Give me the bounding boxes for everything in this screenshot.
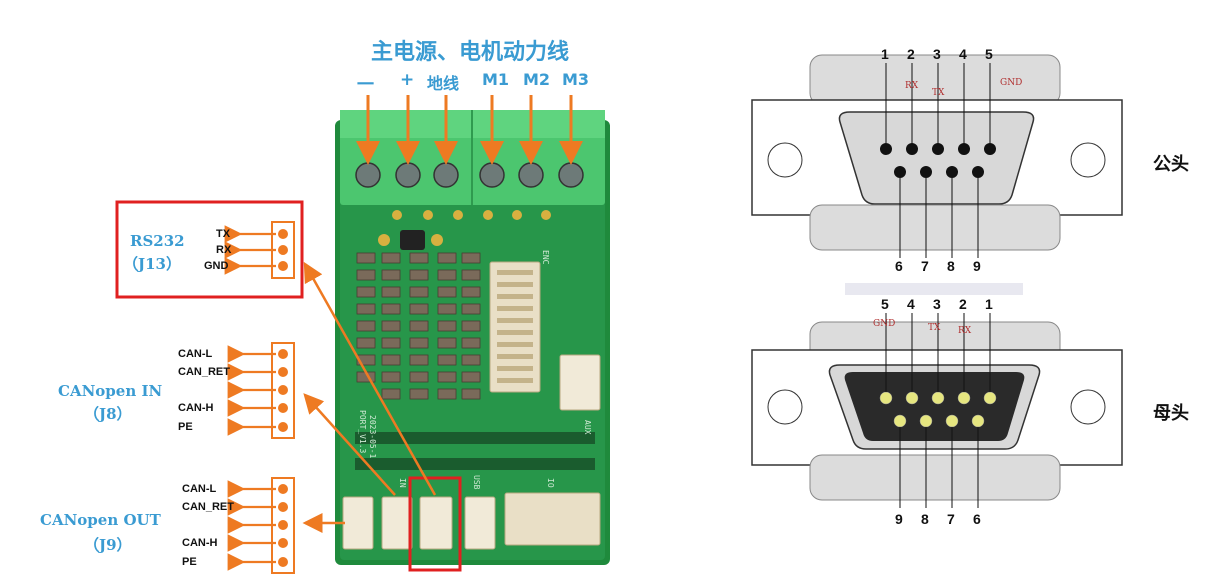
rs232-j13-connector [419,496,453,550]
can-out-canret: CAN_RET [182,501,234,513]
silk-aux: AUX [583,420,592,435]
can-in-canret: CAN_RET [178,366,230,378]
terminal-label-ground: 地线 [427,74,460,93]
can-out-canl: CAN-L [182,483,217,495]
male-pin-8: 8 [947,258,955,274]
pcb-silkscreen: ENC AUX USB IN IO PORT_V1.3 2023-05-1 [358,250,592,490]
male-pin-5: 5 [985,46,993,62]
io-connector [504,492,601,546]
terminal-label-m1: M1 [482,70,510,89]
female-pin-3: 3 [933,296,941,312]
male-pin-7: 7 [921,258,929,274]
can-in-ref: （J8） [84,405,132,423]
enc-connector [489,261,541,393]
male-pin-6: 6 [895,258,903,274]
silk-date: 2023-05-1 [368,415,377,459]
divider-band [845,283,1023,295]
pcb-board [335,110,610,565]
silk-io: IO [546,478,555,488]
male-pin-1: 1 [881,46,889,62]
female-pin-6: 6 [973,511,981,527]
terminal-label-m3: M3 [562,70,590,89]
can-out-ref: （J9） [84,536,132,554]
female-pin-8: 8 [921,511,929,527]
terminal-label-pos: + [400,70,415,90]
can-out-name: CANopen OUT [40,511,161,529]
female-gnd-label: GND [873,319,895,329]
terminal-label-m2: M2 [523,70,551,89]
db9-female-connector [751,313,1123,508]
male-pin-2: 2 [907,46,915,62]
rs232-name: RS232 [130,232,185,250]
silk-usb: USB [472,475,481,490]
can-in-canl: CAN-L [178,348,213,360]
female-pin-7: 7 [947,511,955,527]
power-title: 主电源、电机动力线 [371,39,570,65]
rs232-tx: TX [216,228,231,240]
female-label: 母头 [1153,403,1189,424]
female-tx-label: TX [928,323,941,333]
can-out-canh: CAN-H [182,537,218,549]
male-tx-label: TX [932,88,945,98]
female-pin-4: 4 [907,296,915,312]
female-pin-9: 9 [895,511,903,527]
terminal-label-neg: 一 [357,75,374,95]
female-pin-2: 2 [959,296,967,312]
can-in-canh: CAN-H [178,402,214,414]
female-pin-5: 5 [881,296,889,312]
rs232-highlight-box [115,200,304,299]
leader-arrows [302,261,437,533]
silk-port: PORT_V1.3 [358,410,367,454]
can-in-name: CANopen IN [58,382,163,400]
male-gnd-label: GND [1000,78,1022,88]
rs232-rx: RX [216,244,232,256]
male-pin-4: 4 [959,46,967,62]
can-out-pe: PE [182,556,197,568]
db9-male-connector [751,54,1123,258]
aux-connector [559,354,601,411]
female-rx-label: RX [958,326,972,336]
male-pin-3: 3 [933,46,941,62]
silk-in: IN [398,478,407,488]
male-rx-label: RX [905,81,919,91]
rs232-ref: （J13） [123,255,181,273]
can-in-pe: PE [178,421,193,433]
power-arrows [356,95,583,165]
j13-highlight-box [408,476,462,572]
rs232-gnd: GND [204,260,229,272]
male-label: 公头 [1153,154,1189,175]
silk-enc: ENC [541,250,550,265]
male-pin-9: 9 [973,258,981,274]
terminal-screws [355,162,584,188]
female-pin-1: 1 [985,296,993,312]
